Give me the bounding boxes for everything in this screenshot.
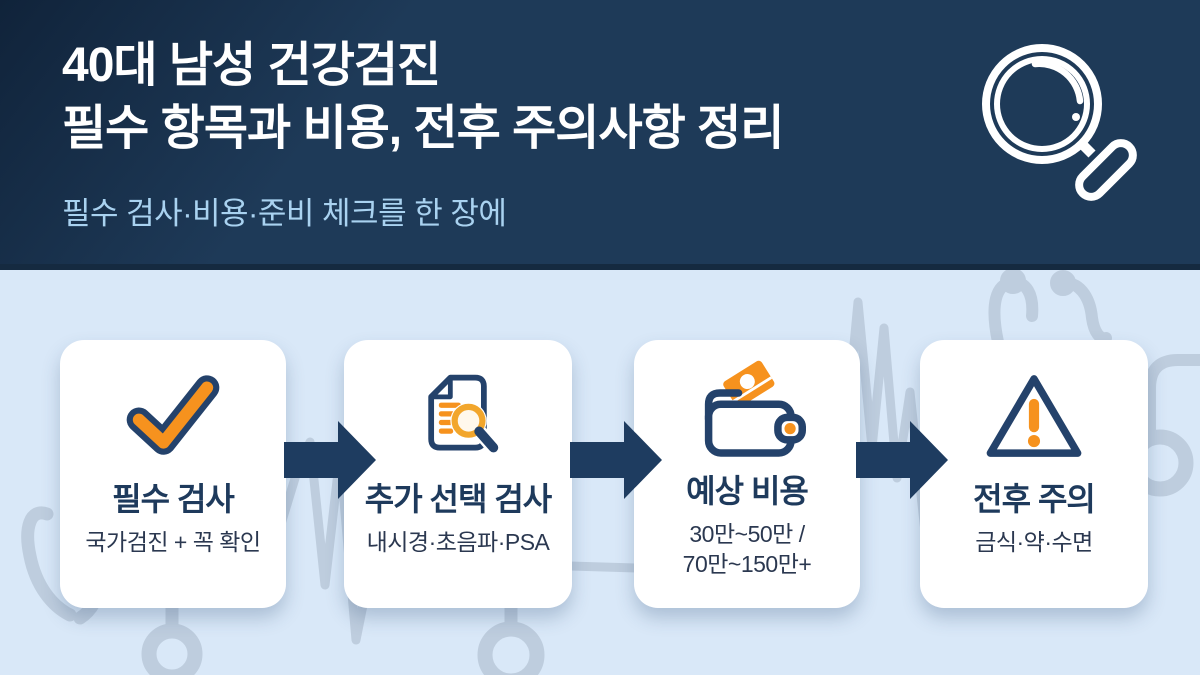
page-title-line2: 필수 항목과 비용, 전후 주의사항 정리 [62, 102, 784, 155]
step-subtitle: 국가검진 + 꼭 확인 [85, 529, 261, 555]
step-card-precautions: 전후 주의 금식·약·수면 [920, 340, 1148, 608]
step-subtitle: 금식·약·수면 [975, 529, 1093, 555]
step-title: 필수 검사 [112, 481, 235, 517]
step-title: 전후 주의 [973, 481, 1096, 517]
step-card-optional-tests: 추가 선택 검사 내시경·초음파·PSA [344, 340, 572, 608]
step-card-expected-cost: 예상 비용 30만~50만 / 70만~150만+ [634, 340, 860, 608]
cost-range-line1: 30만~50만 / [689, 521, 805, 547]
warning-icon [982, 364, 1086, 468]
step-subtitle: 내시경·초음파·PSA [366, 529, 550, 555]
flow-area: 필수 검사 국가검진 + 꼭 확인 [0, 270, 1200, 675]
header: 40대 남성 건강검진 필수 항목과 비용, 전후 주의사항 정리 필수 검사·… [0, 0, 1200, 270]
step-title: 추가 선택 검사 [364, 481, 552, 517]
arrow-right-icon [570, 421, 662, 499]
magnifier-icon [982, 44, 1137, 201]
page-subtitle: 필수 검사·비용·준비 체크를 한 장에 [62, 196, 507, 231]
arrow-right-icon [856, 421, 948, 499]
page-title: 40대 남성 건강검진 필수 항목과 비용, 전후 주의사항 정리 [62, 34, 784, 160]
check-icon [121, 364, 225, 468]
stethoscope-right [988, 270, 1200, 497]
step-title: 예상 비용 [686, 473, 809, 509]
arrow-right-icon [284, 421, 376, 499]
wallet-icon [688, 356, 806, 460]
cost-range-line2: 70만~150만+ [682, 551, 812, 577]
document-search-icon [410, 364, 506, 468]
step-subtitle: 30만~50만 / 70만~150만+ [683, 519, 812, 579]
step-card-essential-tests: 필수 검사 국가검진 + 꼭 확인 [60, 340, 286, 608]
page-title-line1: 40대 남성 건강검진 [62, 39, 441, 92]
